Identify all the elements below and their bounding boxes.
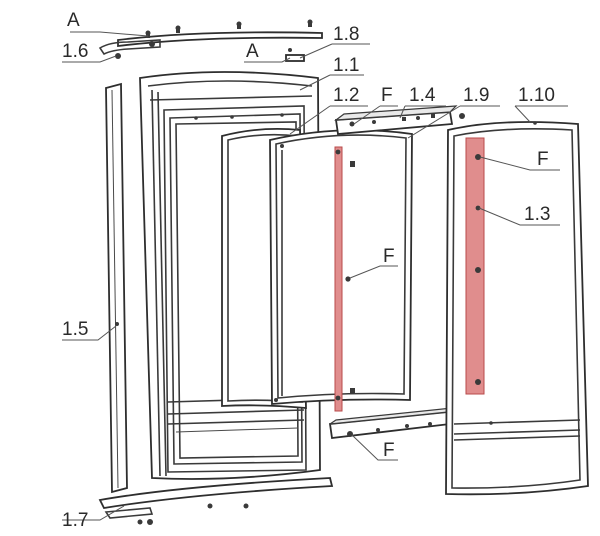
top-hinge-bar (98, 19, 323, 59)
bottom-rail (328, 407, 454, 439)
label-1-9: 1.9 (463, 85, 489, 106)
left-strip-1-5 (105, 82, 128, 494)
label-1-1: 1.1 (333, 55, 359, 76)
label-f-bottom: F (383, 440, 395, 461)
leader-lines (62, 31, 568, 521)
label-1-5: 1.5 (62, 319, 88, 340)
label-a-top: A (67, 10, 80, 31)
highlight-strip-1-3 (465, 137, 485, 395)
label-1-8: 1.8 (333, 24, 359, 45)
highlight-strip-middle (334, 146, 355, 412)
label-1-10: 1.10 (518, 85, 555, 106)
label-1-6: 1.6 (62, 41, 88, 62)
label-f-mid: F (383, 246, 395, 267)
label-f-top: F (381, 85, 393, 106)
label-1-2: 1.2 (333, 85, 359, 106)
bottom-hinge-bar (98, 477, 334, 525)
label-1-3: 1.3 (524, 204, 550, 225)
label-1-4: 1.4 (409, 85, 436, 106)
part-1-8 (285, 48, 305, 62)
label-a-mid: A (246, 41, 259, 62)
label-1-7: 1.7 (62, 510, 88, 531)
label-f-right: F (537, 149, 549, 170)
top-rail-1-4 (334, 105, 465, 135)
